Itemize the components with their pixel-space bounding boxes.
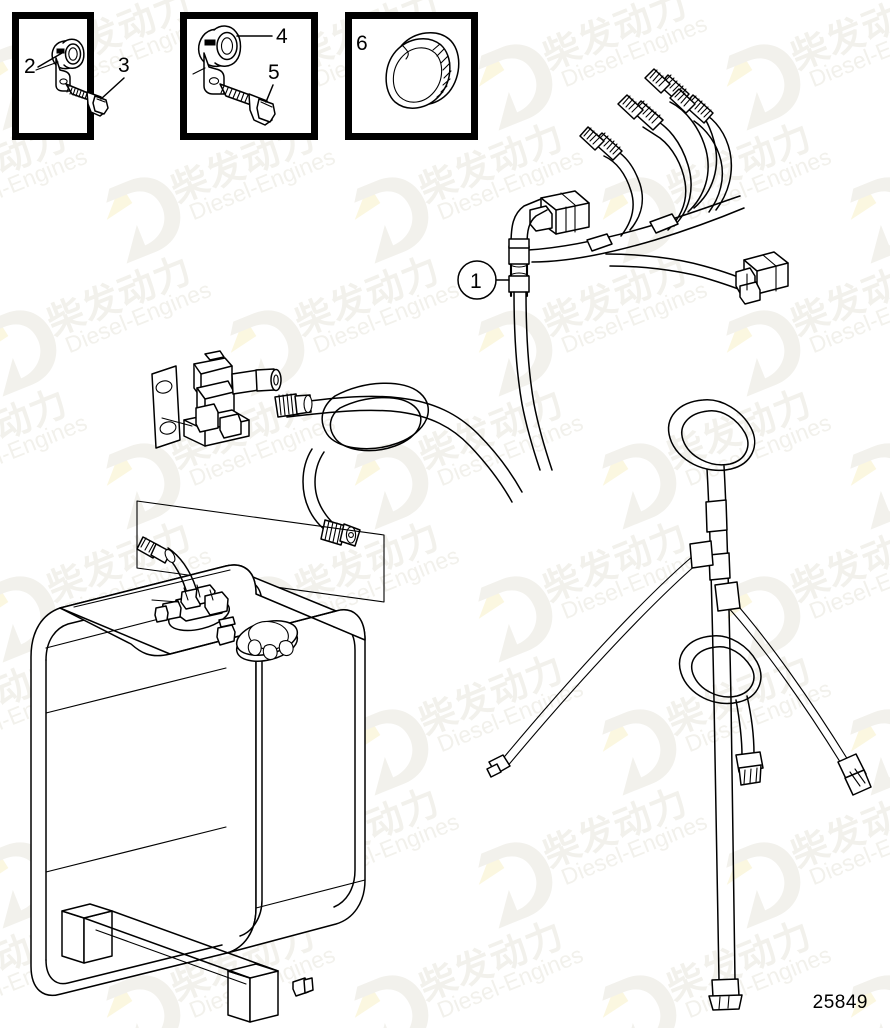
solenoid-valve <box>151 350 282 449</box>
connector-b <box>617 94 664 131</box>
leader-rectangle <box>136 500 385 603</box>
callout-label-4: 4 <box>276 25 288 48</box>
connector-d <box>669 88 714 124</box>
sealing-ring-6 <box>385 32 460 109</box>
injector-connectors <box>579 68 733 237</box>
callout-label-6: 6 <box>356 32 368 55</box>
detail-box-right: 6 <box>345 12 478 140</box>
callout-4: 4 <box>236 25 288 48</box>
fuel-tank <box>30 500 385 1023</box>
callout-label-3: 3 <box>118 54 130 77</box>
callout-label-2: 2 <box>24 55 36 78</box>
branch-connector-middle <box>735 751 764 786</box>
detail-box-middle: 4 5 <box>180 12 318 140</box>
main-callout-1: 1 <box>457 260 510 300</box>
callout-3: 3 <box>100 54 130 100</box>
twin-connector-branch <box>605 251 789 305</box>
branch-tip-left <box>486 754 511 778</box>
rectangular-connector <box>529 190 590 235</box>
drain-plug <box>292 977 314 997</box>
figure-number: 25849 <box>812 992 868 1013</box>
lower-harness <box>486 399 872 1011</box>
main-callout-label: 1 <box>470 270 482 293</box>
callout-label-5: 5 <box>268 61 280 84</box>
trunk-terminal-bottom <box>708 978 743 1011</box>
cable-connector-free <box>302 448 361 547</box>
flange-bolt-3 <box>65 83 109 117</box>
connector-c <box>644 68 690 105</box>
harness-bundle <box>508 190 745 471</box>
tank-hose-connector <box>136 536 176 564</box>
tank-sender-unit <box>136 536 236 646</box>
cable-connector-valve <box>274 393 313 418</box>
connector-a <box>579 126 623 161</box>
branch-tip-right <box>837 753 872 796</box>
clamp-bracket-2 <box>35 38 85 92</box>
detail-box-left: 2 3 <box>12 12 130 140</box>
valve-cable <box>274 382 523 547</box>
tank-legs <box>61 903 279 1023</box>
